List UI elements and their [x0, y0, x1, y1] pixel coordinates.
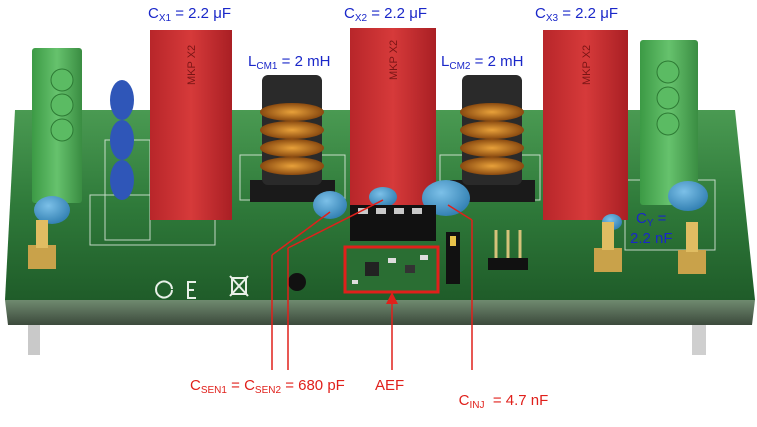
label-lcm2: LCM2 = 2 mH — [441, 53, 524, 72]
varistor-stack — [110, 80, 134, 200]
photo-stage: MKP X2 MKP X2 MKP X2 — [5, 5, 755, 411]
label-cx3: CX3 = 2.2 μF — [535, 5, 618, 24]
pin-header — [350, 205, 436, 241]
svg-text:MKP X2: MKP X2 — [581, 45, 593, 85]
choke-lcm2 — [450, 75, 535, 202]
choke-lcm1 — [250, 75, 335, 202]
left-terminal-block — [32, 48, 82, 203]
aef-arrowhead — [386, 292, 398, 304]
capacitor-cx1: MKP X2 — [150, 30, 232, 220]
pin-strip — [488, 230, 528, 270]
jumper — [446, 232, 460, 284]
label-cy: CY = 2.2 nF — [630, 210, 673, 247]
right-terminal-block — [640, 40, 698, 205]
label-cinj: CINJ = 4.7 nF — [458, 392, 549, 411]
label-csen: CSEN1 = CSEN2 = 680 pF — [190, 377, 345, 396]
pcb-photo: MKP X2 MKP X2 MKP X2 — [5, 28, 755, 370]
label-aef: AEF — [375, 377, 405, 394]
annotation-lines — [271, 199, 473, 370]
aef-highlight-box — [343, 245, 440, 294]
aef-circuit — [345, 247, 438, 292]
label-cx1: CX1 = 2.2 μF — [148, 5, 231, 24]
board-marks — [155, 275, 249, 299]
transistor — [288, 273, 306, 291]
sma-connector-right — [678, 222, 706, 274]
label-cx2: CX2 = 2.2 μF — [344, 5, 427, 24]
svg-text:MKP X2: MKP X2 — [186, 45, 198, 85]
label-lcm1: LCM1 = 2 mH — [248, 53, 331, 72]
sma-connector-left — [28, 220, 56, 269]
svg-text:MKP X2: MKP X2 — [388, 40, 400, 80]
sma-connector-mid — [594, 222, 622, 272]
capacitor-cx3: MKP X2 — [543, 30, 628, 220]
